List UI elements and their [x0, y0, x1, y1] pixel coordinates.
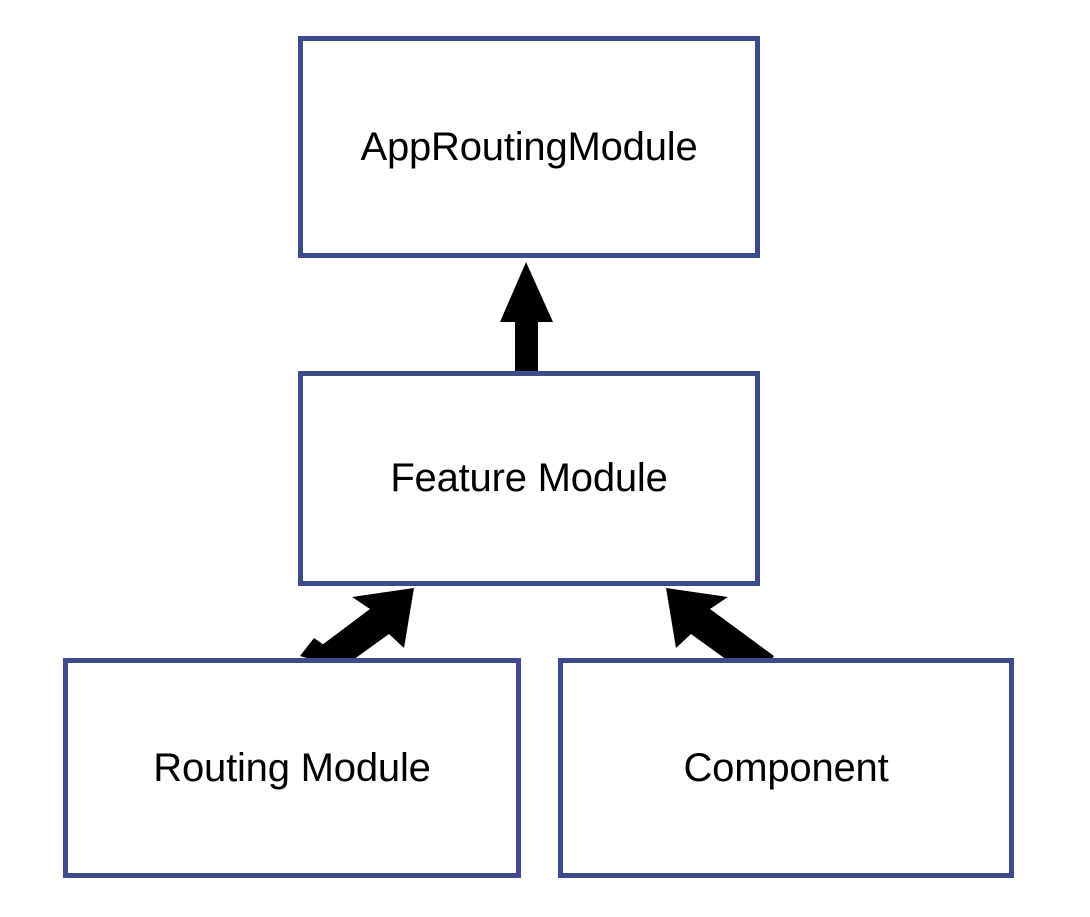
- node-label-routing-module: Routing Module: [153, 745, 431, 790]
- arrow-component-to-feature-module: [666, 588, 774, 681]
- node-label-feature-module: Feature Module: [390, 456, 668, 500]
- node-app-routing-module[interactable]: AppRoutingModule: [298, 36, 760, 258]
- arrow-feature-module-to-app-routing-module: [500, 262, 553, 372]
- node-routing-module[interactable]: Routing Module: [63, 658, 521, 878]
- node-label-app-routing-module: AppRoutingModule: [360, 124, 698, 169]
- node-component[interactable]: Component: [558, 658, 1014, 878]
- node-feature-module[interactable]: Feature Module: [298, 371, 760, 586]
- node-label-component: Component: [683, 745, 889, 790]
